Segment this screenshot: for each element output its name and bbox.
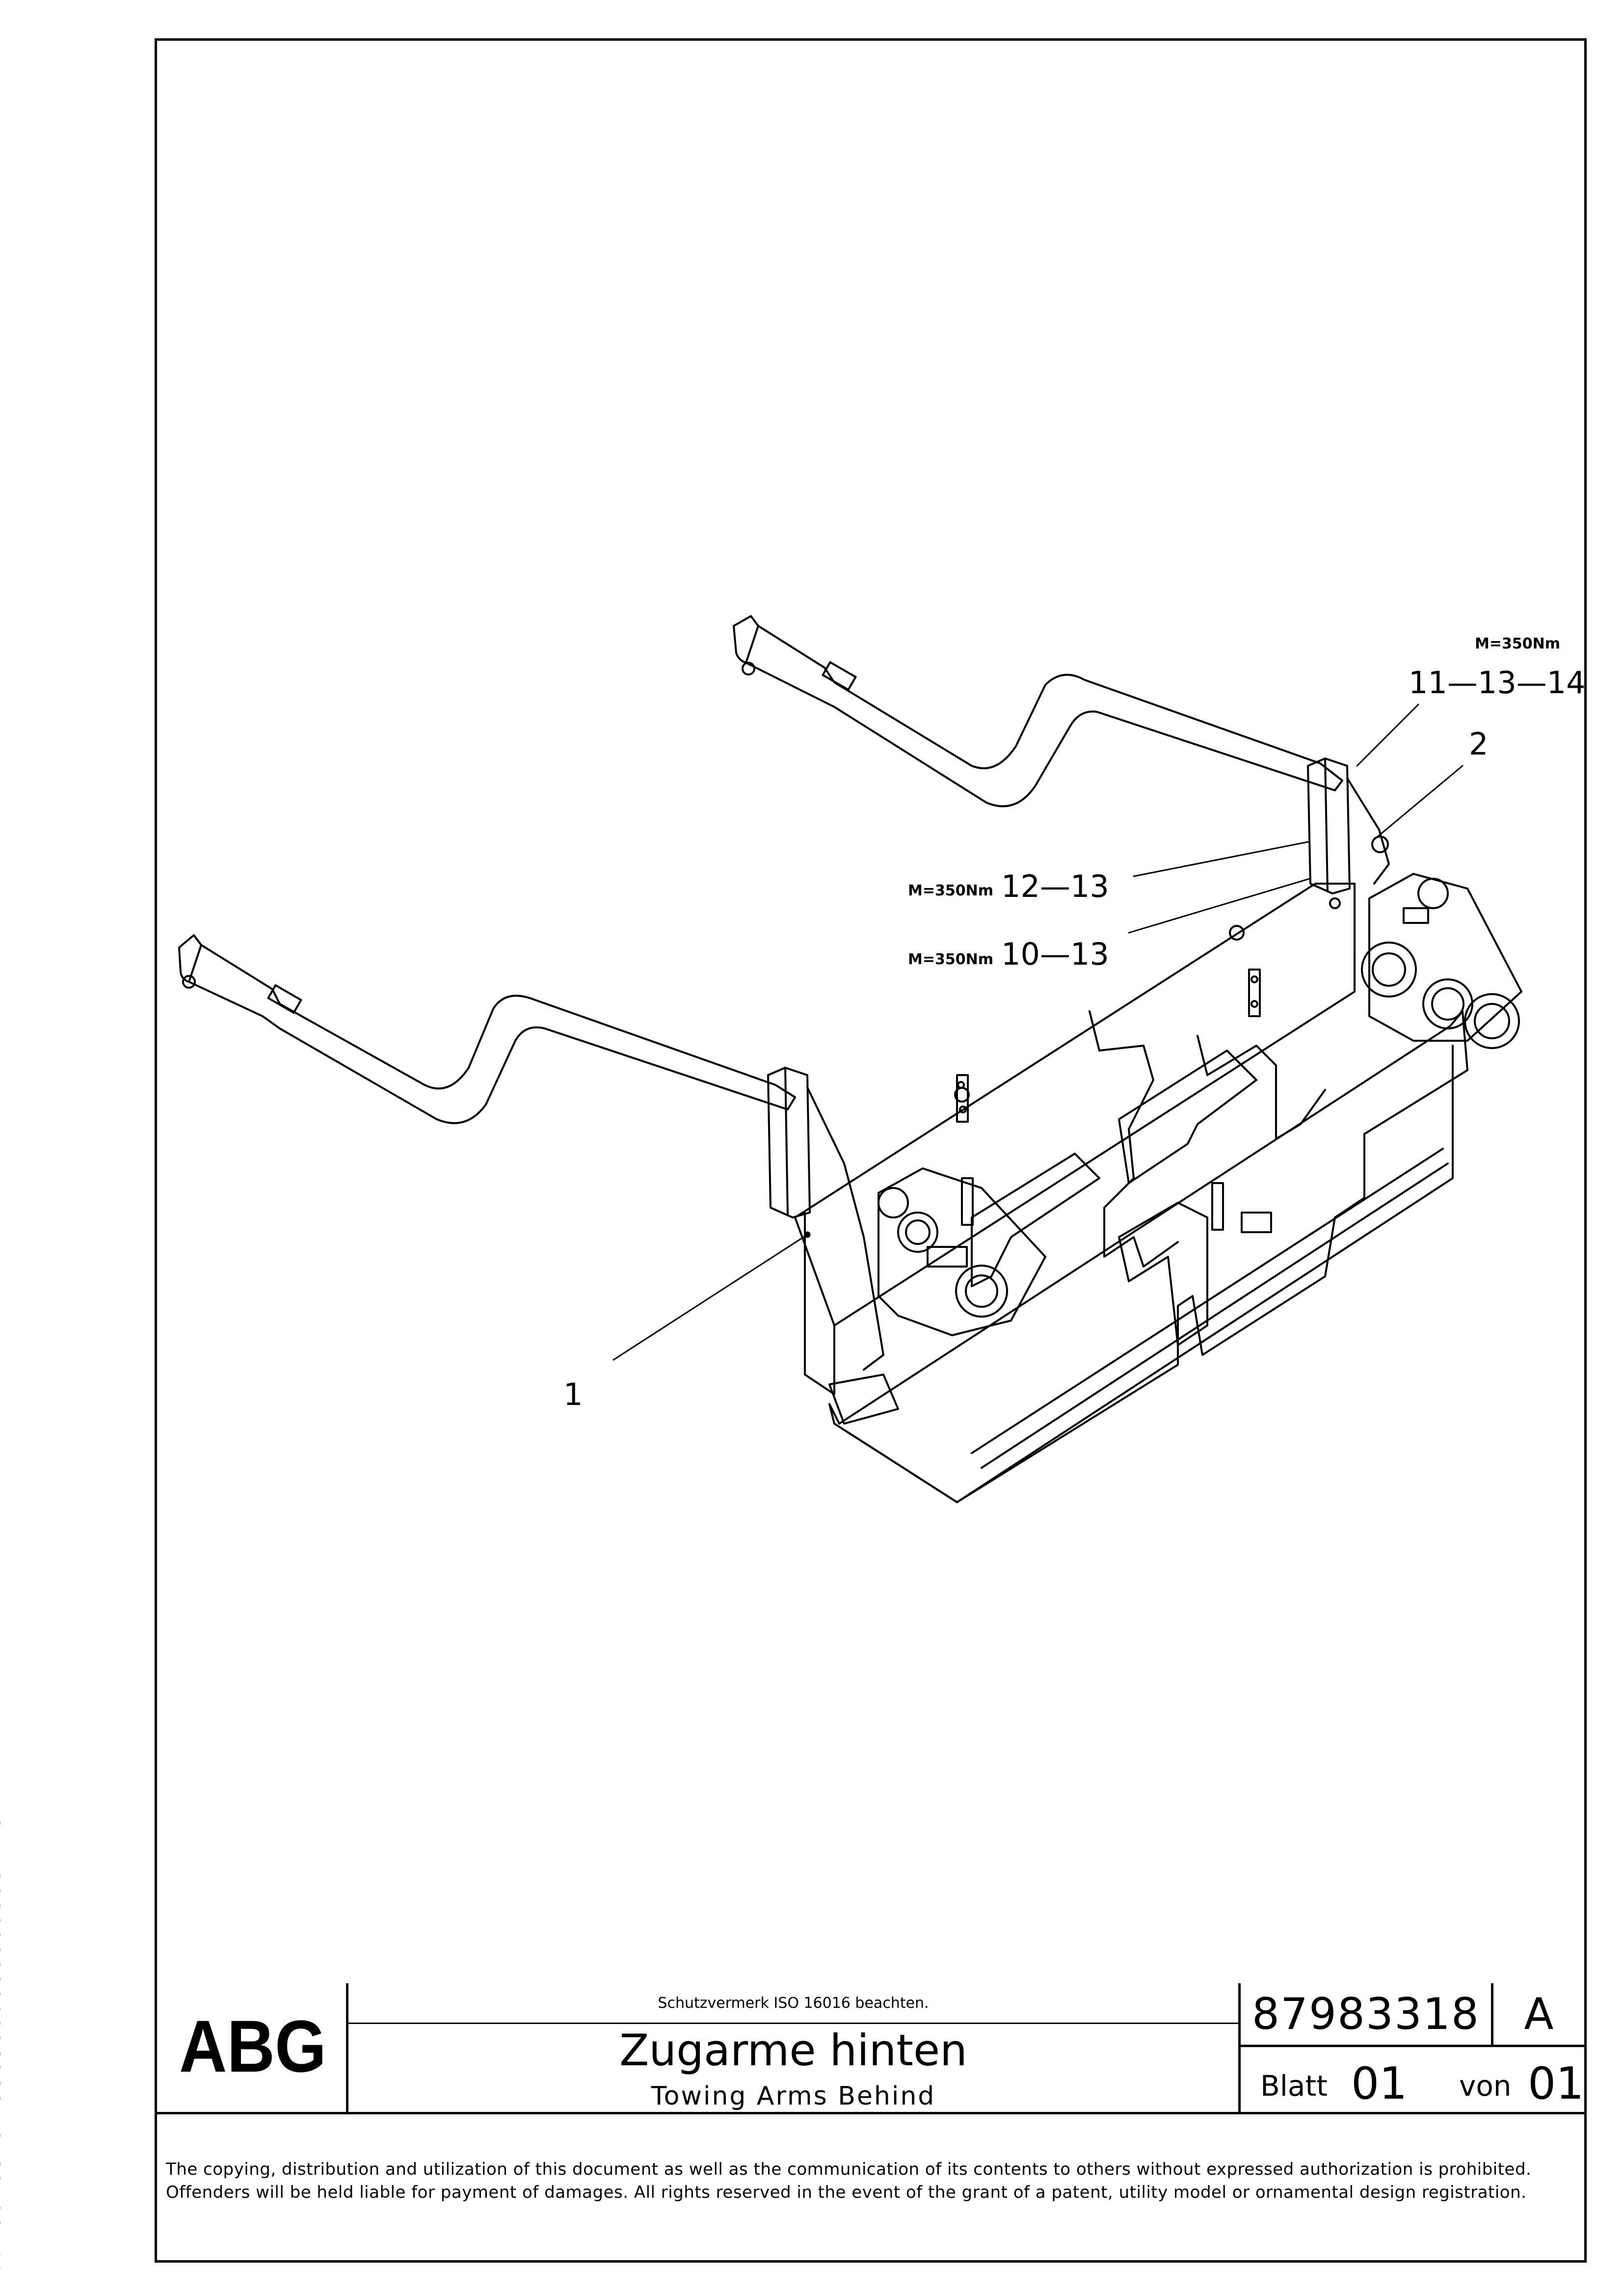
upper-towing-arm bbox=[733, 615, 1343, 808]
legal-divider bbox=[155, 2112, 1587, 2114]
screed-frame bbox=[794, 883, 1468, 1503]
torque-spec-low: M=350Nm bbox=[908, 951, 993, 968]
document-number: 87983318 bbox=[1252, 1989, 1480, 2039]
lower-bracket bbox=[767, 1067, 884, 1371]
of-label: von bbox=[1459, 2069, 1512, 2103]
logo-cell: ABG bbox=[155, 1983, 348, 2112]
towing-arms-drawing bbox=[178, 615, 1522, 1503]
callout-10-13: 10—13 bbox=[1001, 936, 1109, 972]
revision: A bbox=[1524, 1989, 1554, 2039]
drawing-subtitle: Towing Arms Behind bbox=[651, 2081, 936, 2111]
left-roller-assembly bbox=[828, 1167, 1046, 1425]
logo-text: ABG bbox=[179, 2013, 326, 2081]
callout-12-13: 12—13 bbox=[1001, 868, 1109, 904]
number-cell: 87983318 A bbox=[1241, 1983, 1584, 2047]
right-roller-assembly bbox=[1361, 873, 1522, 1049]
drawing-title: Zugarme hinten bbox=[619, 2025, 967, 2076]
sheet-cell: Blatt 01 von 01 bbox=[1241, 2047, 1584, 2112]
lower-towing-arm bbox=[178, 934, 796, 1124]
upper-bracket bbox=[1307, 757, 1390, 894]
protection-note: Schutzvermerk ISO 16016 beachten. bbox=[658, 1994, 929, 2012]
abg-logo: ABG bbox=[179, 2013, 326, 2081]
callout-2: 2 bbox=[1469, 726, 1489, 762]
sheet-label: Blatt bbox=[1260, 2069, 1328, 2103]
drawing-frame bbox=[155, 38, 1587, 2263]
legal-notice: The copying, distribution and utilizatio… bbox=[166, 2160, 1532, 2202]
torque-spec-top: M=350Nm bbox=[1475, 635, 1560, 652]
title-cell: Schutzvermerk ISO 16016 beachten. Zugarm… bbox=[348, 1983, 1241, 2112]
side-identifier: TIFF20070829.19565600000000000BWU bbox=[0, 1814, 5, 2293]
torque-spec-mid: M=350Nm bbox=[908, 882, 993, 899]
sheet-total: 01 bbox=[1528, 2058, 1584, 2109]
sheet-number: 01 bbox=[1351, 2058, 1408, 2109]
callout-1: 1 bbox=[563, 1377, 583, 1412]
title-block: ABG Schutzvermerk ISO 16016 beachten. Zu… bbox=[155, 1983, 1587, 2112]
leader-lines bbox=[612, 703, 1463, 1361]
callout-11-13-14: 11—13—14 bbox=[1409, 665, 1586, 701]
